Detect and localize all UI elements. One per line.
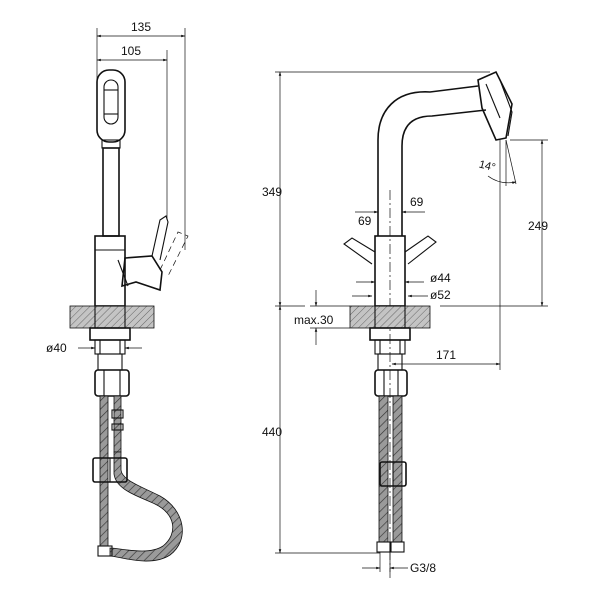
dim-label-69-left: 69 — [358, 214, 372, 228]
side-view: 349 440 14° — [262, 70, 548, 580]
dim-front-hose-dia: ø40 — [46, 341, 142, 355]
front-mounting-nut — [89, 327, 131, 397]
dim-front-width-total: 135 — [96, 20, 186, 250]
dim-side-thread: G3/8 — [362, 552, 436, 575]
dim-front-width-spout: 105 — [96, 44, 168, 220]
front-hoses — [92, 395, 183, 562]
dim-side-spout-height: 249 — [440, 139, 548, 307]
dim-label-135: 135 — [131, 20, 151, 34]
dim-side-angle: 14° — [478, 139, 517, 186]
side-deck-plate — [349, 305, 431, 329]
front-spray-head — [96, 69, 126, 149]
side-hoses — [376, 395, 407, 553]
dim-label-105: 105 — [121, 44, 141, 58]
dim-label-349: 349 — [262, 185, 282, 199]
front-view: 135 105 — [46, 20, 189, 562]
dim-side-height-bottom: 440 — [262, 305, 380, 554]
side-mounting-nut — [369, 327, 411, 397]
dim-label-max-30: max.30 — [294, 313, 334, 327]
dim-label-171: 171 — [436, 348, 456, 362]
dim-side-handles: 69 69 — [355, 195, 425, 236]
dim-label-thread: G3/8 — [410, 561, 436, 575]
dim-side-height-top: 349 — [262, 71, 490, 307]
dim-side-diameters: ø44 ø52 — [352, 271, 451, 302]
dim-label-angle: 14° — [478, 158, 497, 174]
dim-label-dia-52: ø52 — [430, 288, 451, 302]
dim-label-dia-40: ø40 — [46, 341, 67, 355]
side-spout — [377, 70, 513, 236]
dim-label-dia-44: ø44 — [430, 271, 451, 285]
dim-label-249: 249 — [528, 219, 548, 233]
dim-side-max-deck: max.30 — [294, 290, 350, 345]
dim-label-440: 440 — [262, 425, 282, 439]
front-deck-plate — [69, 305, 155, 329]
dim-side-reach: 171 — [391, 140, 501, 370]
front-spout-body — [94, 147, 189, 307]
dim-label-69-right: 69 — [410, 195, 424, 209]
